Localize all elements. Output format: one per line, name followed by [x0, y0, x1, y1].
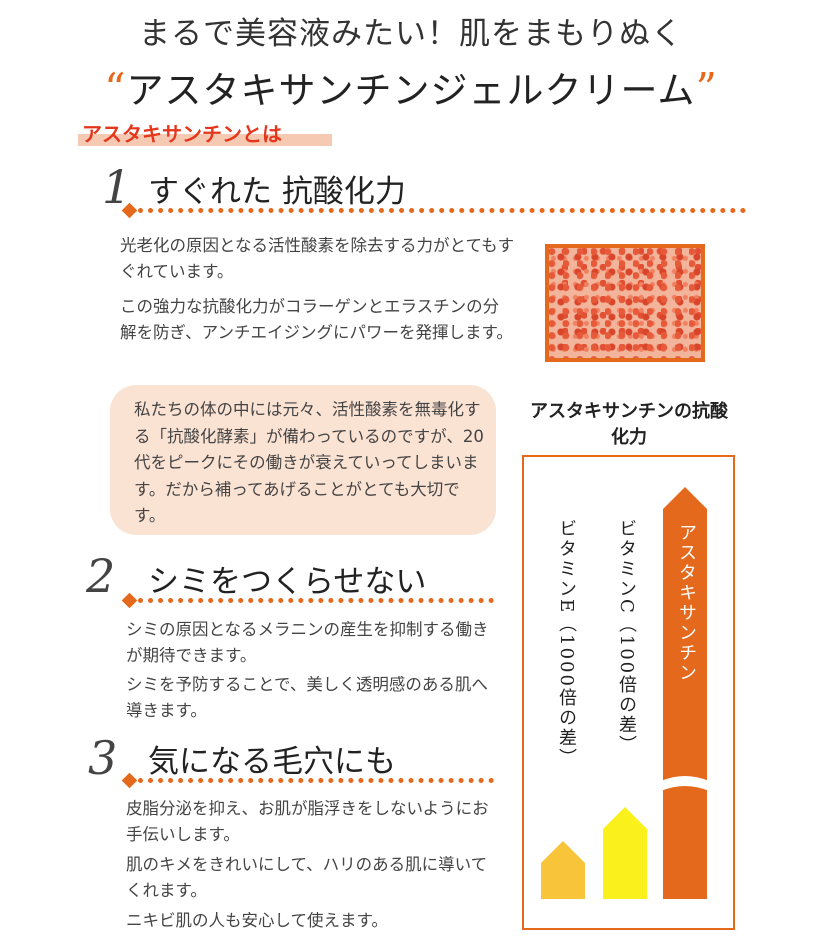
section-1-title: すぐれた 抗酸化力	[148, 174, 406, 210]
chart-label-0: ビタミンE（1000倍の差）	[556, 519, 577, 768]
section-3-paragraph-3: ニキビ肌の人も安心して使えます。	[126, 911, 388, 930]
headline-line2: “アスタキサンチンジェルクリーム”	[0, 60, 822, 114]
callout-text: 私たちの体の中には元々、活性酸素を無毒化する「抗酸化酵素」が備わっているのですが…	[134, 400, 484, 525]
section-2-number: 2	[86, 549, 116, 603]
product-name: アスタキサンチンジェルクリーム	[126, 69, 696, 112]
section-2-divider	[138, 598, 494, 603]
close-quote: ”	[695, 64, 718, 113]
antioxidant-chart	[541, 487, 709, 899]
section-3-number: 3	[88, 731, 118, 785]
section-3-divider	[138, 778, 494, 783]
chart-label-1: ビタミンC（100倍の差）	[616, 519, 637, 756]
about-label: アスタキサンチンとは	[82, 122, 282, 146]
chart-frame: ビタミンE（1000倍の差） ビタミンC（100倍の差） アスタキサンチン	[522, 455, 735, 930]
chart-title: アスタキサンチンの抗酸化力	[530, 401, 728, 448]
callout-box	[110, 385, 496, 535]
astaxanthin-photo	[545, 244, 705, 362]
chart-bar-1	[603, 807, 647, 899]
about-highlight	[78, 134, 332, 146]
section-3-paragraph-1: 皮脂分泌を抑え、お肌が脂浮きをしないようにお手伝いします。	[126, 799, 489, 844]
headline-line1: まるで美容液みたい！肌をまもりぬく	[139, 16, 683, 52]
section-3-paragraph-2: 肌のキメをきれいにして、ハリのある肌に導いてくれます。	[126, 855, 488, 900]
section-2-diamond	[121, 592, 138, 609]
section-2-paragraph-1: シミの原因となるメラニンの産生を抑制する働きが期待できます。	[126, 620, 489, 665]
chart-axis-break	[661, 776, 709, 791]
section-1-divider	[138, 208, 746, 213]
chart-bar-2	[663, 487, 707, 899]
chart-label-2: アスタキサンチン	[676, 523, 697, 683]
section-3-title: 気になる毛穴にも	[148, 744, 396, 780]
section-1-paragraph-2: この強力な抗酸化力がコラーゲンとエラスチンの分解を防ぎ、アンチエイジングにパワー…	[120, 297, 513, 342]
section-1-paragraph-1: 光老化の原因となる活性酸素を除去する力がとてもすぐれています。	[120, 236, 515, 281]
section-2-paragraph-2: シミを予防することで、美しく透明感のある肌へ導きます。	[126, 675, 488, 720]
chart-bar-0	[541, 841, 585, 899]
section-3-diamond	[121, 772, 138, 789]
section-2-title: シミをつくらせない	[148, 564, 427, 600]
open-quote: “	[104, 64, 127, 113]
